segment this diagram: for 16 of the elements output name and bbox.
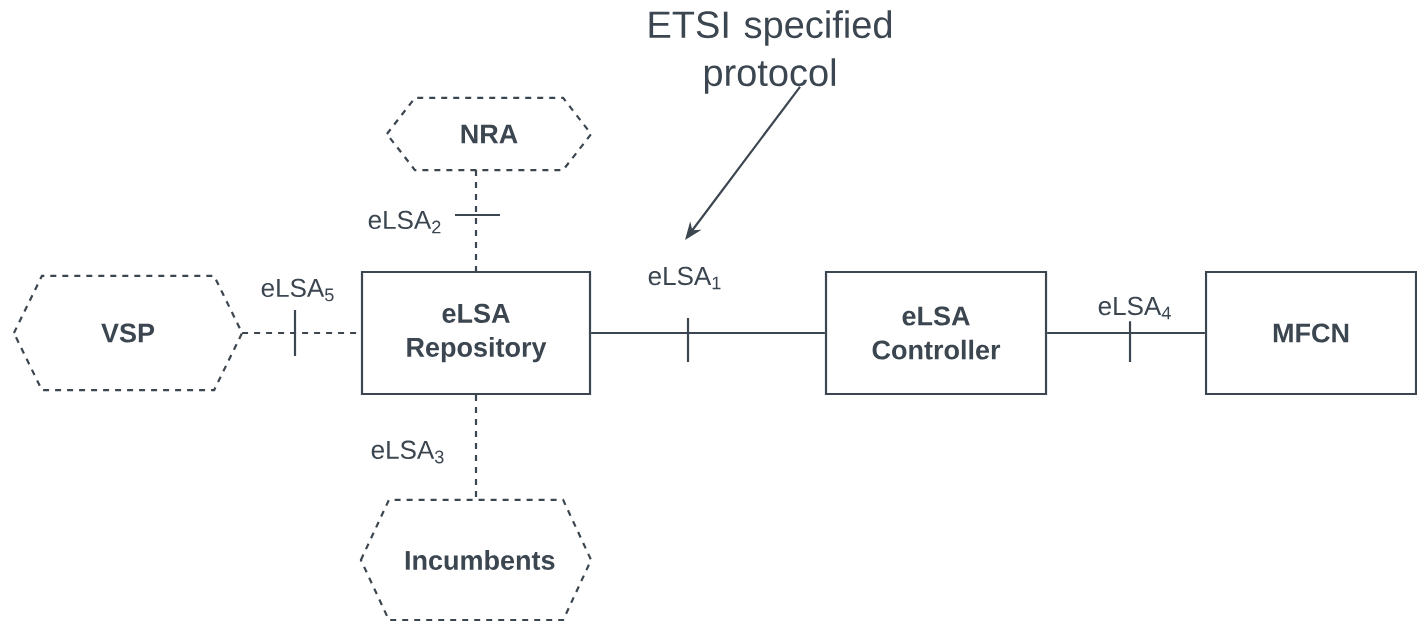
edge-label: eLSA$_{1}$ bbox=[645, 264, 725, 292]
callout-text: ETSI specified protocol bbox=[649, 10, 892, 94]
process-box: eLSA Repository bbox=[360, 270, 592, 396]
hexagon-node: Incumbents bbox=[359, 498, 593, 621]
connector-line bbox=[474, 170, 478, 271]
connector-line bbox=[1047, 331, 1205, 335]
connector-line bbox=[474, 395, 478, 500]
edge-label: eLSA$_{3}$ bbox=[368, 438, 448, 466]
hexagon-node: NRA bbox=[385, 96, 593, 172]
process-box: MFCN bbox=[1204, 270, 1417, 396]
edge-label: eLSA$_{2}$ bbox=[365, 208, 445, 236]
hexagon-node: VSP bbox=[12, 274, 244, 392]
connector-line bbox=[591, 331, 825, 335]
process-box: eLSA Controller bbox=[824, 270, 1048, 396]
edge-label: eLSA$_{5}$ bbox=[258, 276, 338, 304]
edge-label: eLSA$_{4}$ bbox=[1095, 294, 1175, 322]
